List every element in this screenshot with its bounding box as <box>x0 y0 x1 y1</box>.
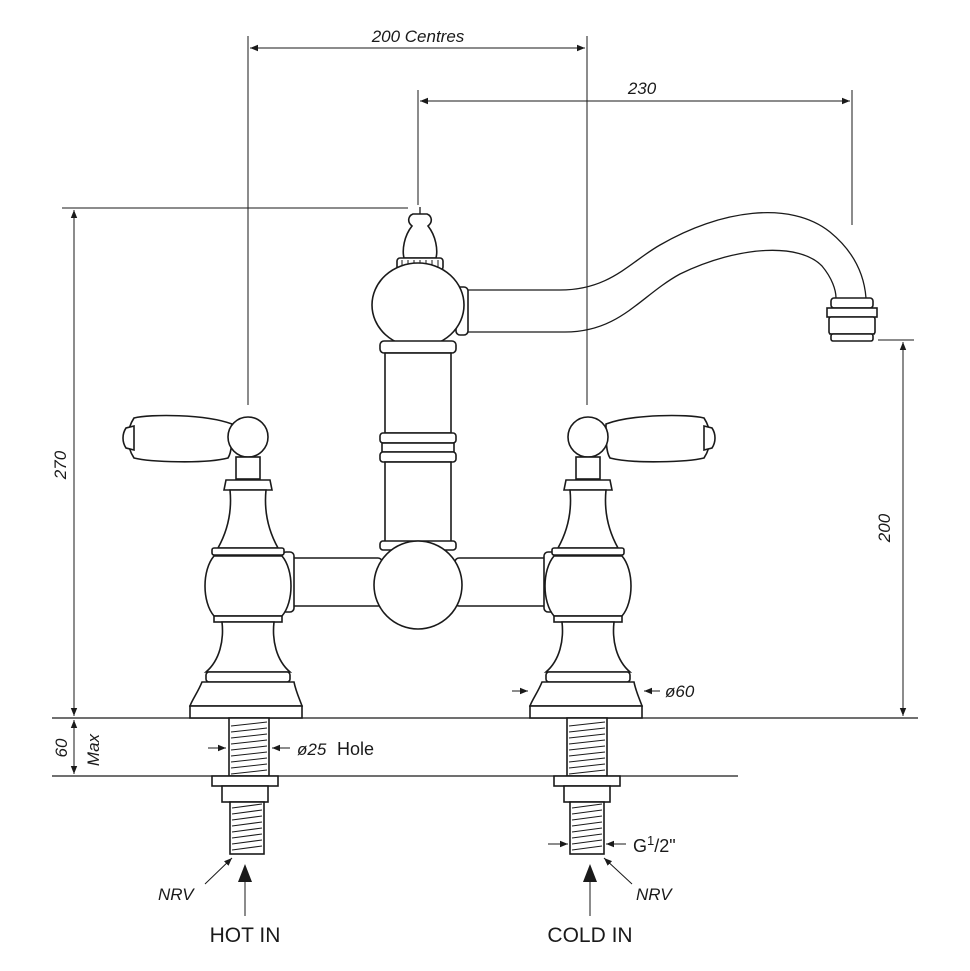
dimension-reach: 230 <box>417 79 853 225</box>
deck-thickness-label: 60 <box>52 738 71 757</box>
cold-inlet: NRV COLD IN <box>547 857 673 947</box>
hole-diameter-label: ø25 <box>297 740 327 759</box>
spout <box>455 212 878 342</box>
hot-in-label: HOT IN <box>210 924 281 947</box>
reach-label: 230 <box>627 79 657 98</box>
overall-height-label: 270 <box>51 450 70 480</box>
spout-clearance-label: 200 <box>875 513 894 543</box>
cold-in-arrow-icon <box>583 864 597 882</box>
cold-thread-lower <box>571 803 603 851</box>
dimension-thread: G1/2" <box>548 833 676 856</box>
hot-valve <box>122 414 304 855</box>
centre-body <box>371 207 465 551</box>
cold-valve <box>528 414 716 855</box>
dimension-hole: ø25 Hole <box>208 739 374 759</box>
deck-surface <box>52 717 918 777</box>
dimension-spout-clearance: 200 <box>875 339 914 716</box>
cold-in-label: COLD IN <box>547 924 632 947</box>
deck-max-label: Max <box>84 733 103 766</box>
centres-label: 200 Centres <box>371 27 465 46</box>
hot-inlet: NRV HOT IN <box>158 857 281 947</box>
base-diameter-label: ø60 <box>665 682 695 701</box>
bridge-arms <box>281 540 557 630</box>
hot-thread-upper <box>230 721 268 775</box>
nrv-left-label: NRV <box>158 885 195 904</box>
nrv-right-label: NRV <box>636 885 673 904</box>
dimension-overall-height: 270 <box>51 207 408 716</box>
cold-thread-upper <box>568 721 606 775</box>
hot-in-arrow-icon <box>238 864 252 882</box>
dimension-deck-thickness: 60 Max <box>52 720 103 774</box>
dimension-base-diameter: ø60 <box>512 682 695 701</box>
thread-size-label: G1/2" <box>633 833 676 856</box>
dimension-centres: 200 Centres <box>247 27 588 405</box>
hot-thread-lower <box>231 803 263 851</box>
hole-label: Hole <box>337 739 374 759</box>
